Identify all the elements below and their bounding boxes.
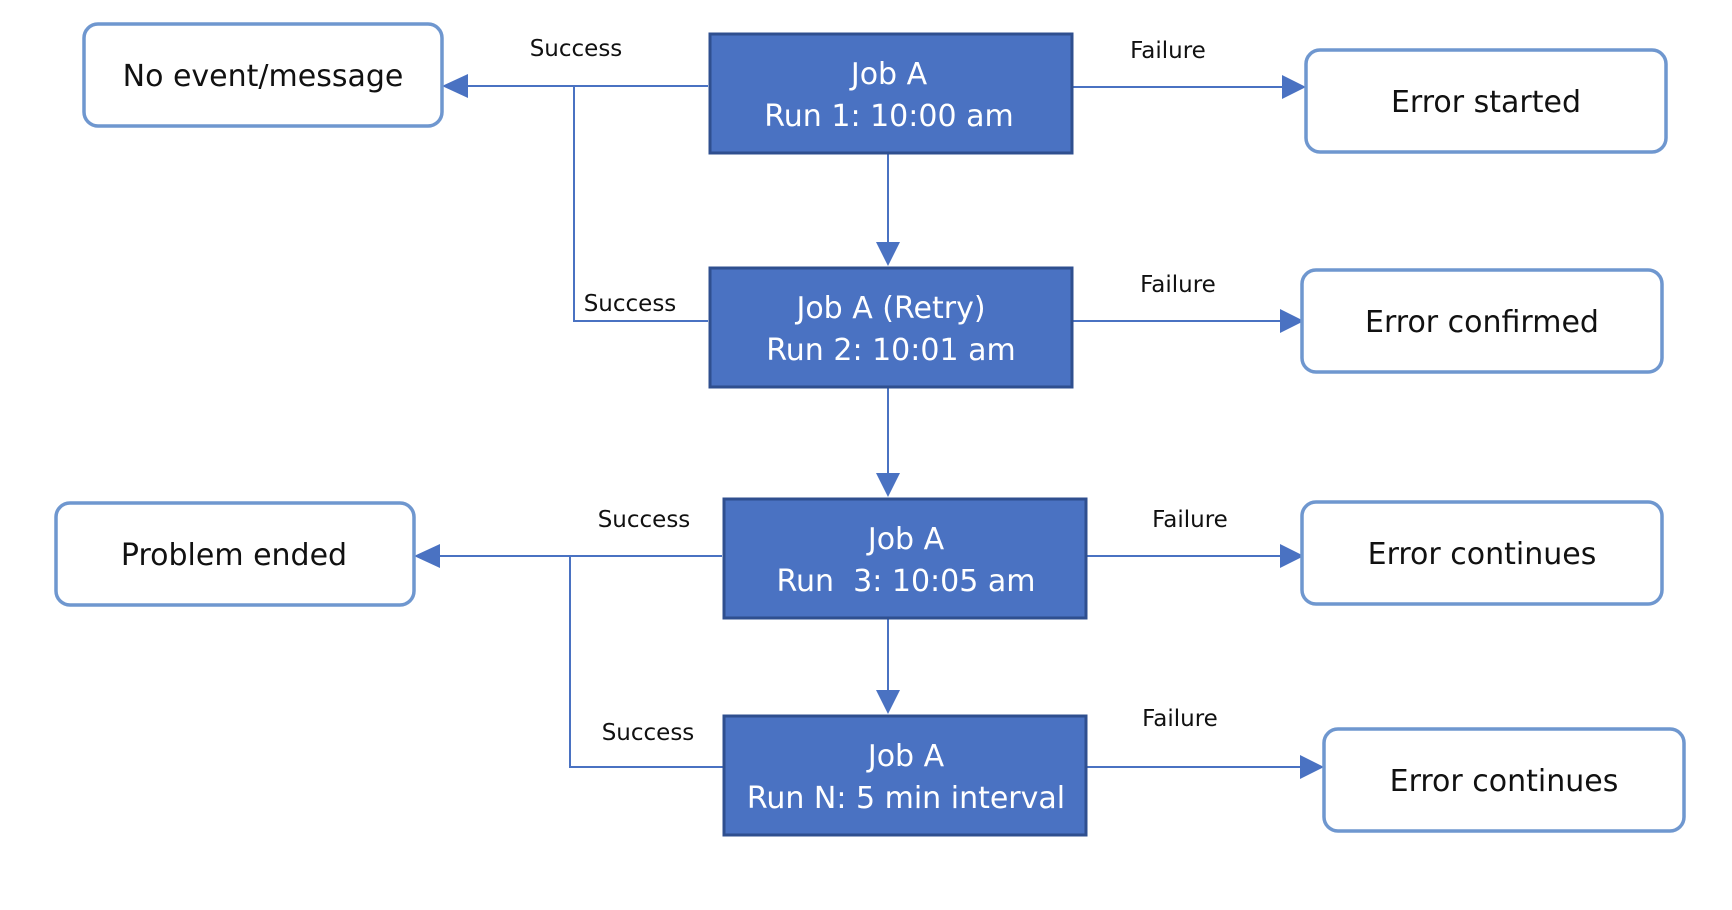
job-node-run1-title: Job A xyxy=(849,57,928,92)
job-node-run1-subtitle: Run 1: 10:00 am xyxy=(764,99,1013,134)
job-node-runN-title: Job A xyxy=(866,739,945,774)
job-node-run1: Job A Run 1: 10:00 am xyxy=(708,32,1074,155)
label-success-runN: Success xyxy=(602,720,695,746)
success-connector-run2 xyxy=(573,86,708,322)
job-node-run2-subtitle: Run 2: 10:01 am xyxy=(766,333,1015,368)
outcome-error-continues-2-label: Error continues xyxy=(1390,764,1619,799)
job-node-run3-title: Job A xyxy=(866,522,945,557)
arrow-head-problem-ended xyxy=(414,544,440,568)
job-node-runN: Job A Run N: 5 min interval xyxy=(722,714,1088,837)
outcome-error-started-label: Error started xyxy=(1391,85,1581,120)
job-node-runN-subtitle: Run N: 5 min interval xyxy=(747,781,1065,816)
arrow-head-runN xyxy=(876,690,900,714)
label-failure-run2: Failure xyxy=(1140,272,1216,298)
arrow-head-error-continues-2 xyxy=(1300,755,1324,779)
label-success-run1: Success xyxy=(530,36,623,62)
outcome-error-continues-1-label: Error continues xyxy=(1368,537,1597,572)
success-connector-runN xyxy=(569,556,724,768)
outcome-error-continues-2: Error continues xyxy=(1322,727,1686,833)
job-node-run3: Job A Run 3: 10:05 am xyxy=(722,497,1088,620)
job-node-run2: Job A (Retry) Run 2: 10:01 am xyxy=(708,266,1074,389)
outcome-error-confirmed: Error confirmed xyxy=(1300,268,1664,374)
outcome-problem-ended: Problem ended xyxy=(54,501,416,607)
outcome-no-event-label: No event/message xyxy=(123,59,404,94)
label-failure-runN: Failure xyxy=(1142,706,1218,732)
outcome-error-confirmed-label: Error confirmed xyxy=(1365,305,1599,340)
arrow-head-run2 xyxy=(876,242,900,266)
label-success-run2: Success xyxy=(584,291,677,317)
arrow-head-error-confirmed xyxy=(1280,309,1304,333)
job-node-run2-title: Job A (Retry) xyxy=(794,291,985,326)
outcome-error-started: Error started xyxy=(1304,48,1668,154)
arrow-head-error-started xyxy=(1282,75,1306,99)
arrow-head-error-continues-1 xyxy=(1280,544,1304,568)
label-failure-run1: Failure xyxy=(1130,38,1206,64)
label-success-run3: Success xyxy=(598,507,691,533)
job-node-run3-subtitle: Run 3: 10:05 am xyxy=(777,564,1036,599)
outcome-error-continues-1: Error continues xyxy=(1300,500,1664,606)
arrow-head-run3 xyxy=(876,473,900,497)
outcome-no-event: No event/message xyxy=(82,22,444,128)
label-failure-run3: Failure xyxy=(1152,507,1228,533)
arrow-head-no-event xyxy=(442,74,468,98)
outcome-problem-ended-label: Problem ended xyxy=(121,538,347,573)
